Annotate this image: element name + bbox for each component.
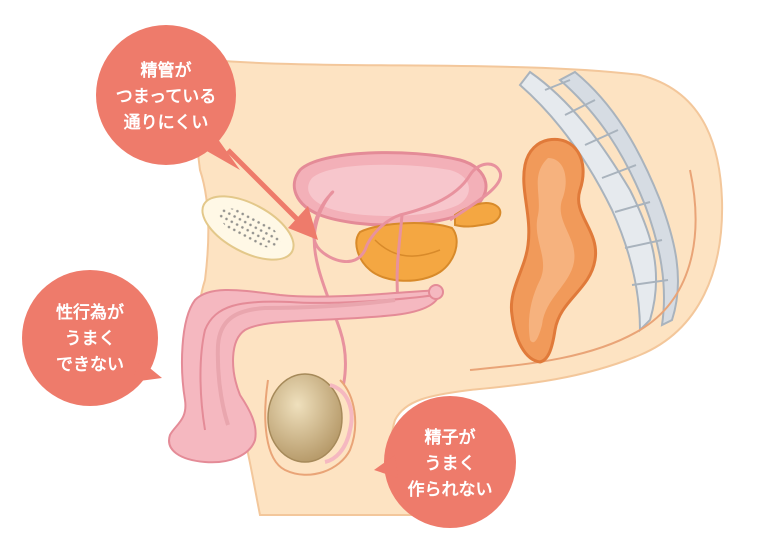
callout-vas-deferens-line-2: つまっている bbox=[116, 87, 216, 107]
callout-sperm-production: 精子が うまく 作られない bbox=[374, 396, 516, 528]
callout-sperm-production-line-2: うまく bbox=[425, 454, 476, 474]
callout-sexual-function-line-3: できない bbox=[56, 355, 124, 375]
prostate bbox=[355, 222, 458, 282]
callout-sexual-function-line-2: うまく bbox=[65, 329, 116, 349]
callout-vas-deferens: 精管が つまっている 通りにくい bbox=[96, 25, 240, 170]
callout-sexual-function: 性行為が うまく できない bbox=[22, 270, 162, 406]
spine bbox=[518, 70, 679, 333]
ejaculatory-duct bbox=[395, 214, 404, 301]
bladder-inner bbox=[308, 164, 469, 216]
rectum-inner bbox=[528, 158, 575, 343]
prostate-texture bbox=[374, 239, 441, 257]
pubic-bone-texture bbox=[219, 208, 281, 248]
callout-sperm-production-line-1: 精子が bbox=[425, 427, 476, 448]
testis bbox=[267, 373, 343, 463]
pointer-arrow bbox=[226, 148, 318, 240]
callout-sperm-production-line-3: 作られない bbox=[408, 479, 493, 500]
penis bbox=[168, 288, 442, 464]
callout-vas-deferens-line-1: 精管が bbox=[141, 60, 192, 81]
cowper-gland bbox=[428, 284, 444, 300]
penis-inner bbox=[215, 298, 396, 426]
callout-vas-deferens-line-3: 通りにくい bbox=[124, 113, 209, 133]
callout-sexual-function-line-1: 性行為が bbox=[56, 302, 124, 323]
body-inner-outline bbox=[469, 169, 697, 371]
epididymis bbox=[324, 383, 354, 464]
